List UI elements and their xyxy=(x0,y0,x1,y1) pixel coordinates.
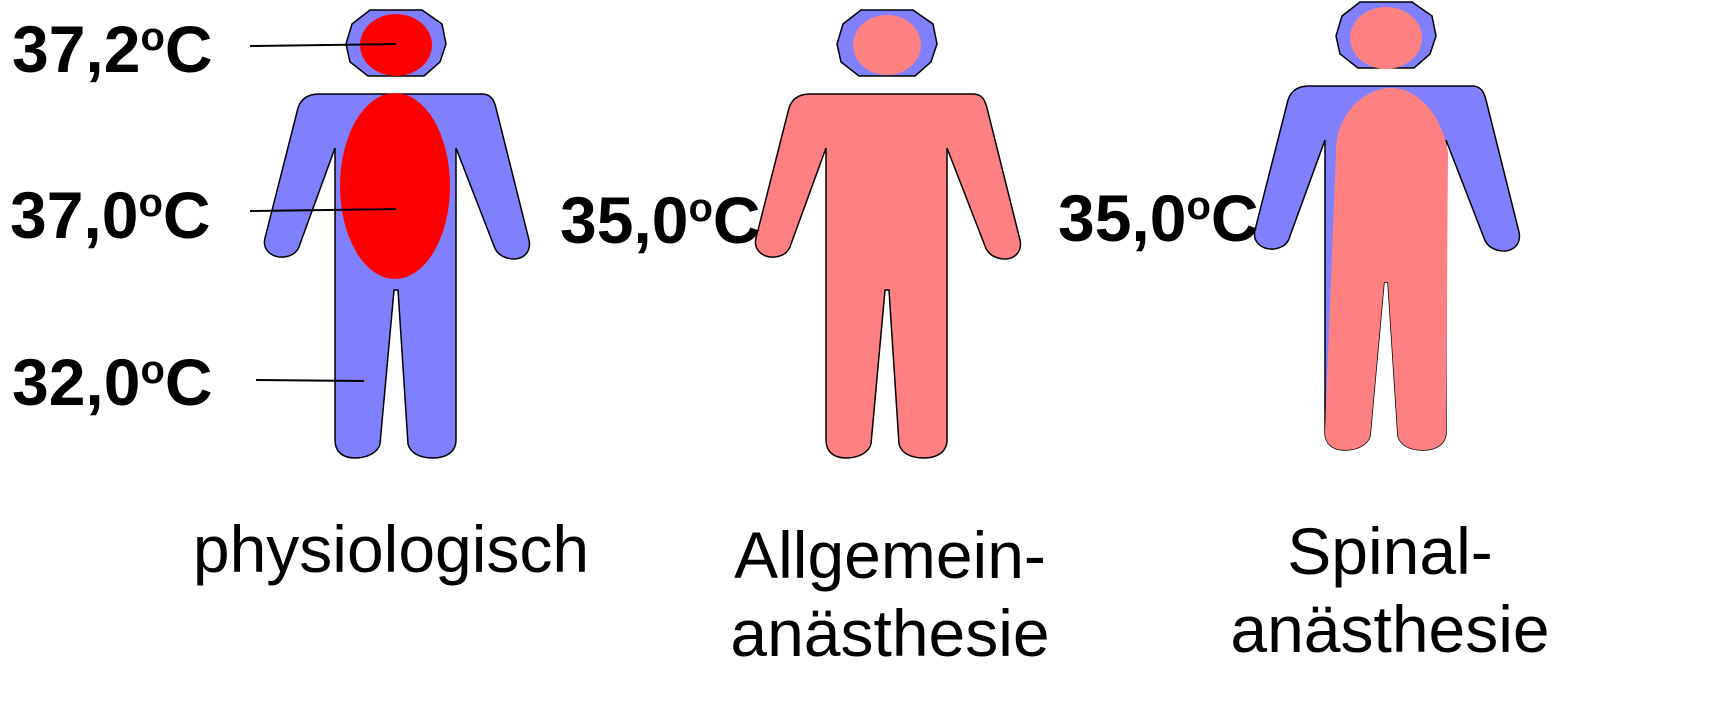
caption-physiologisch: physiologisch xyxy=(186,510,596,588)
caption-line: anästhesie xyxy=(1205,590,1575,668)
temp-label-allgemein: 35,0oC xyxy=(560,187,761,253)
temp-label-spinal: 35,0oC xyxy=(1058,185,1259,251)
trunk-legs-core-zone xyxy=(1325,88,1448,450)
caption-line: Allgemein- xyxy=(700,516,1080,594)
head-core-zone xyxy=(1350,7,1422,69)
caption-line: physiologisch xyxy=(186,510,596,588)
figure-allgemeinanaesthesie xyxy=(755,10,1020,458)
figure-spinalanaesthesie xyxy=(1254,2,1519,450)
head-core-zone xyxy=(853,15,921,75)
trunk-core-zone xyxy=(340,93,450,279)
figure-physiologisch xyxy=(250,10,529,458)
temp-label-head: 37,2oC xyxy=(12,16,213,82)
body-silhouette xyxy=(755,94,1020,458)
caption-line: Spinal- xyxy=(1205,512,1575,590)
temp-label-trunk: 37,0oC xyxy=(10,182,211,248)
temp-label-legs: 32,0oC xyxy=(12,349,213,415)
pointer-leg xyxy=(256,380,364,381)
caption-spinalanaesthesie: Spinal- anästhesie xyxy=(1205,512,1575,668)
caption-allgemeinanaesthesie: Allgemein- anästhesie xyxy=(700,516,1080,672)
caption-line: anästhesie xyxy=(700,594,1080,672)
